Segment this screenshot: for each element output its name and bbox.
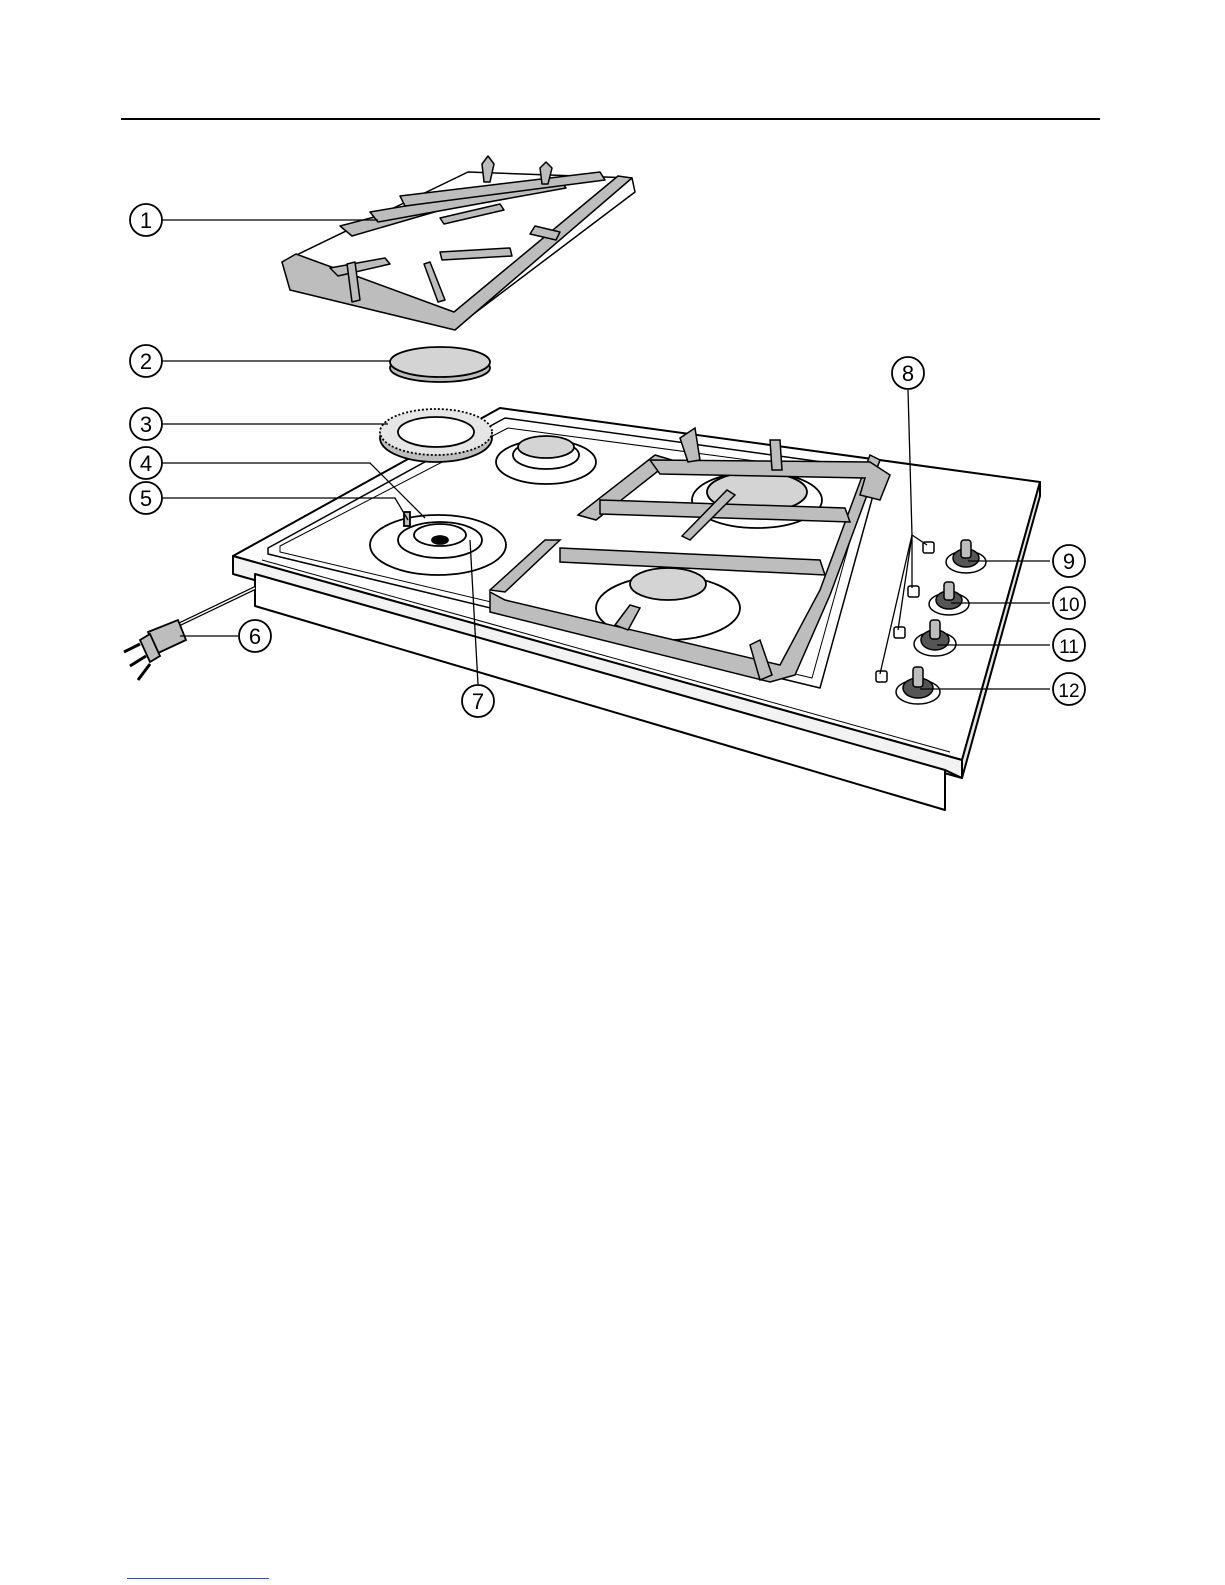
callout-8-number: 8 <box>902 361 914 386</box>
indicator-light-2 <box>908 586 919 597</box>
callout-10-number: 10 <box>1058 595 1079 616</box>
power-cord <box>124 588 255 680</box>
callout-5-number: 5 <box>140 486 152 511</box>
callout-3-number: 3 <box>140 412 152 437</box>
callout-1: 1 <box>130 204 162 236</box>
callout-7: 7 <box>462 685 494 717</box>
callout-6: 6 <box>239 620 271 652</box>
callout-11-number: 11 <box>1059 637 1079 658</box>
burner-head <box>380 409 492 462</box>
callout-2-number: 2 <box>140 349 152 374</box>
callout-9: 9 <box>1053 545 1085 577</box>
callout-4-number: 4 <box>140 451 152 476</box>
footer-link-underline[interactable] <box>127 1578 269 1579</box>
callout-6-number: 6 <box>249 624 261 649</box>
callout-3: 3 <box>130 408 162 440</box>
callout-11: 11 <box>1053 629 1085 661</box>
indicator-light-4 <box>876 671 887 682</box>
callout-8: 8 <box>892 357 924 389</box>
callout-5: 5 <box>130 482 162 514</box>
indicator-light-3 <box>894 627 905 638</box>
callout-4: 4 <box>130 447 162 479</box>
callout-12-number: 12 <box>1058 681 1079 702</box>
callout-9-number: 9 <box>1063 549 1075 574</box>
burner-cap <box>390 347 490 382</box>
exploded-grate <box>282 156 635 330</box>
callout-2: 2 <box>130 345 162 377</box>
plug-icon <box>124 620 186 680</box>
callout-12: 12 <box>1053 673 1085 705</box>
callout-7-number: 7 <box>472 689 484 714</box>
callout-1-number: 1 <box>140 208 152 233</box>
callout-10: 10 <box>1053 587 1085 619</box>
